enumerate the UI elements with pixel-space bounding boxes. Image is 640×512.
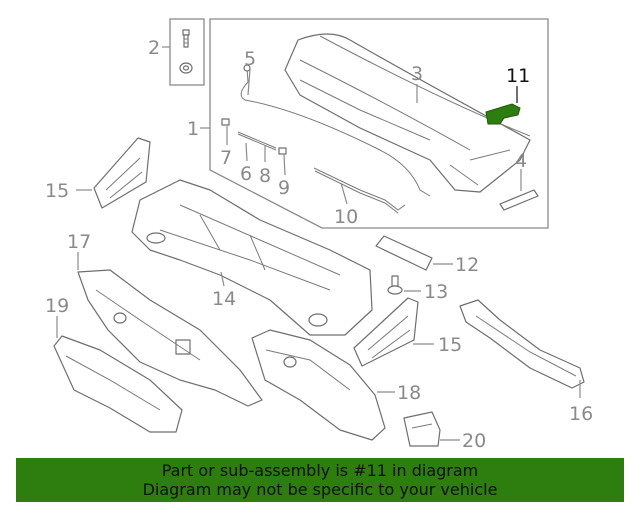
banner-line-1: Part or sub-assembly is #11 in diagram [161, 461, 479, 480]
part-15-panel-right[interactable] [353, 297, 419, 367]
parts-diagram: 1 2 3 4 5 6 7 8 9 10 11 12 13 14 15 15 1… [45, 18, 593, 452]
part-9-cap[interactable] [278, 147, 287, 155]
callout-10: 10 [334, 206, 358, 228]
callout-16: 16 [569, 403, 593, 425]
callout-9: 9 [278, 177, 290, 199]
part-20-bracket[interactable] [403, 411, 441, 447]
callout-18: 18 [397, 382, 421, 404]
callout-5: 5 [244, 48, 256, 70]
callout-4: 4 [515, 150, 527, 172]
callout-13: 13 [424, 281, 448, 303]
callout-8: 8 [259, 165, 271, 187]
callout-1: 1 [187, 118, 199, 140]
part-16-rail[interactable] [459, 299, 585, 389]
part-11-shape[interactable] [485, 103, 521, 125]
part-17-dash-lower[interactable] [77, 269, 263, 407]
part-11-bracket-highlighted[interactable] [485, 103, 521, 125]
part-6-seal[interactable] [237, 131, 277, 149]
part-5-hose[interactable] [240, 64, 431, 197]
callout-11: 11 [506, 65, 530, 87]
part-2-fasteners[interactable] [179, 29, 193, 74]
callout-14: 14 [212, 288, 236, 310]
part-3-cowl-top-panel[interactable] [284, 33, 531, 193]
part-10-hose[interactable] [313, 167, 406, 214]
assembly-box-1 [209, 18, 549, 229]
callout-12: 12 [455, 254, 479, 276]
part-4-seal[interactable] [499, 189, 539, 211]
callout-2: 2 [148, 37, 160, 59]
part-13-bolt[interactable] [387, 275, 403, 295]
callout-15b: 15 [438, 334, 462, 356]
banner-line-2: Diagram may not be specific to your vehi… [142, 480, 498, 499]
callout-17: 17 [67, 231, 91, 253]
part-19-lower-panel[interactable] [53, 335, 183, 433]
part-14-dash-panel[interactable] [131, 179, 373, 336]
callout-6: 6 [240, 163, 252, 185]
part-18-insulator[interactable] [251, 329, 386, 441]
parts-6-9-small[interactable] [221, 118, 287, 155]
part-15-panel-left[interactable] [93, 137, 151, 209]
assembly-box-2 [169, 18, 205, 86]
callout-19: 19 [45, 295, 69, 317]
part-12-bracket[interactable] [375, 235, 433, 271]
info-banner: Part or sub-assembly is #11 in diagram D… [16, 458, 624, 502]
callout-7: 7 [220, 147, 232, 169]
callout-20: 20 [462, 430, 486, 452]
callout-15a: 15 [45, 180, 69, 202]
callout-3: 3 [411, 63, 423, 85]
part-7-clip[interactable] [221, 118, 230, 126]
